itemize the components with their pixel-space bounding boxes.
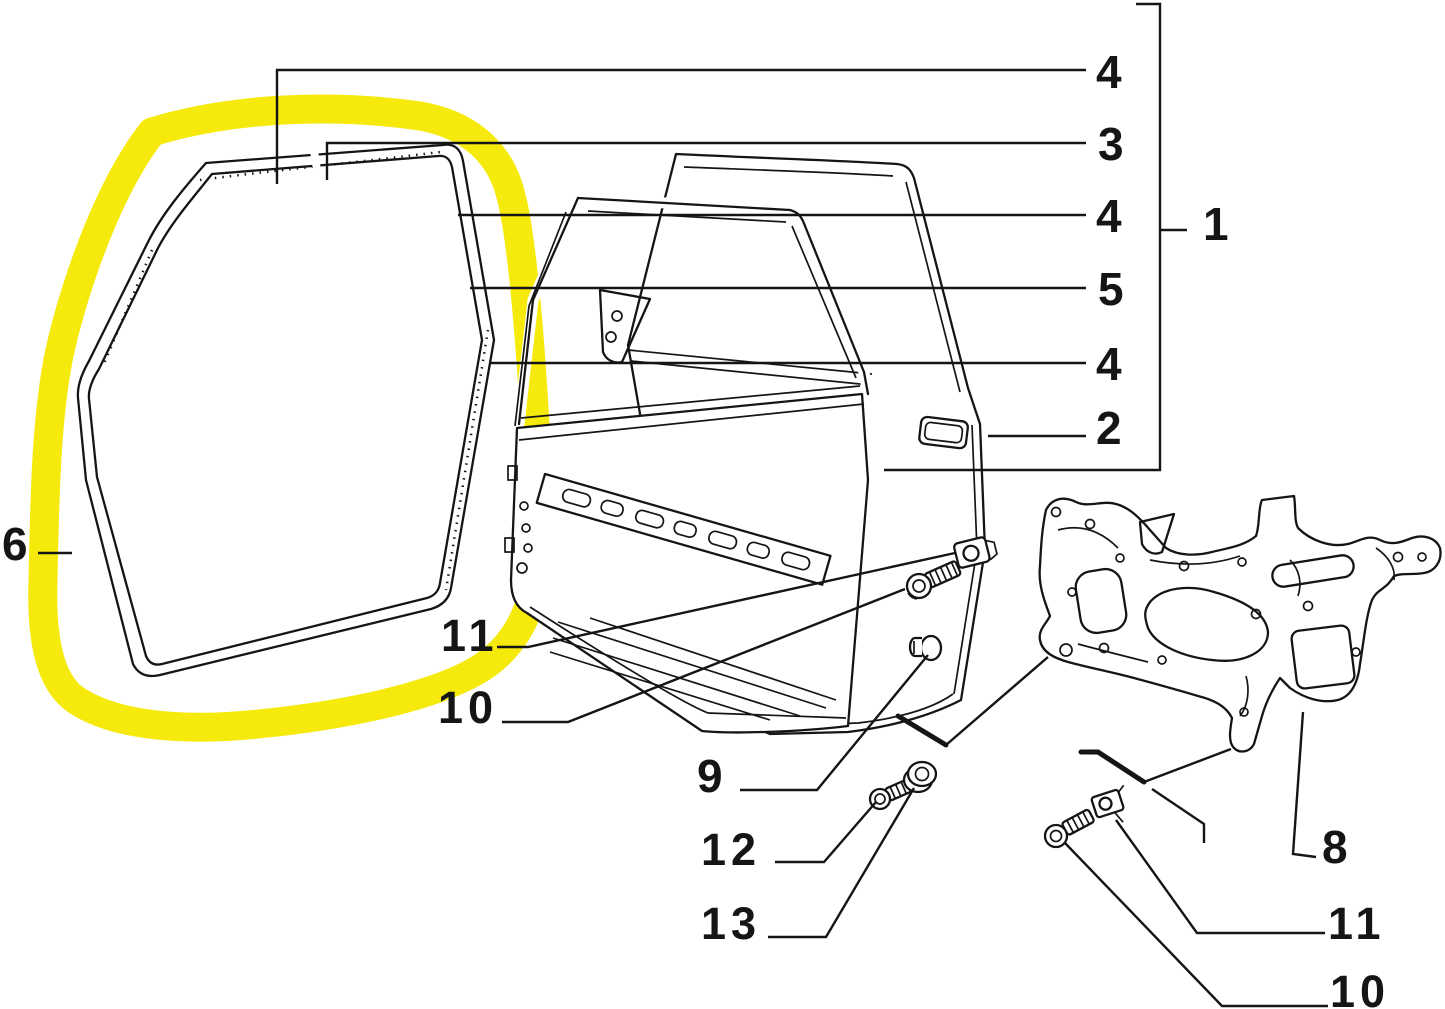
regulator-mounting-panel — [1038, 494, 1442, 753]
leader-9 — [740, 654, 929, 792]
callout-13: 13 — [701, 898, 761, 949]
leader-3 — [325, 141, 1086, 180]
callout-10-mid: 10 — [438, 682, 498, 733]
leader-11-mid — [497, 551, 956, 649]
callout-10-bottom: 10 — [1330, 966, 1390, 1009]
door-seal — [76, 138, 496, 678]
grommet-plug — [908, 634, 943, 662]
leader-12 — [775, 801, 877, 864]
callout-8: 8 — [1322, 821, 1348, 873]
highlight-marker — [28, 94, 554, 742]
screw-mid — [905, 560, 962, 600]
callout-5: 5 — [1098, 263, 1124, 315]
leader-4a — [275, 68, 1086, 184]
callout-3: 3 — [1098, 118, 1124, 170]
callouts: 4 3 4 5 4 2 1 6 11 10 9 12 13 8 11 10 — [2, 46, 1390, 1009]
group-bracket — [884, 2, 1162, 472]
callout-4-lower: 4 — [1096, 338, 1122, 390]
clip-nut-bottom-right — [1090, 784, 1125, 823]
pointer-lines — [895, 656, 1232, 843]
leader-13 — [768, 787, 916, 939]
callout-11-bottom: 11 — [1328, 898, 1386, 949]
impact-beam — [535, 472, 832, 586]
callout-12: 12 — [701, 824, 761, 875]
flange-nut-13 — [902, 760, 938, 794]
callout-9: 9 — [697, 750, 723, 802]
clip-nut-mid — [953, 536, 998, 569]
callout-4-top: 4 — [1096, 46, 1122, 98]
leader-11-bottom — [1115, 819, 1325, 935]
callout-1: 1 — [1203, 198, 1229, 250]
callout-11-mid: 11 — [441, 610, 499, 661]
callout-6: 6 — [2, 518, 28, 570]
callout-2: 2 — [1096, 402, 1122, 454]
leader-8 — [1291, 711, 1317, 859]
screw-bottom-right — [1043, 808, 1095, 849]
leader-10-mid — [502, 587, 906, 724]
leader-lines — [38, 2, 1328, 1008]
leader-10-bottom — [1064, 842, 1328, 1008]
door-handle-cutout — [918, 415, 969, 450]
callout-4-middle: 4 — [1096, 190, 1122, 242]
